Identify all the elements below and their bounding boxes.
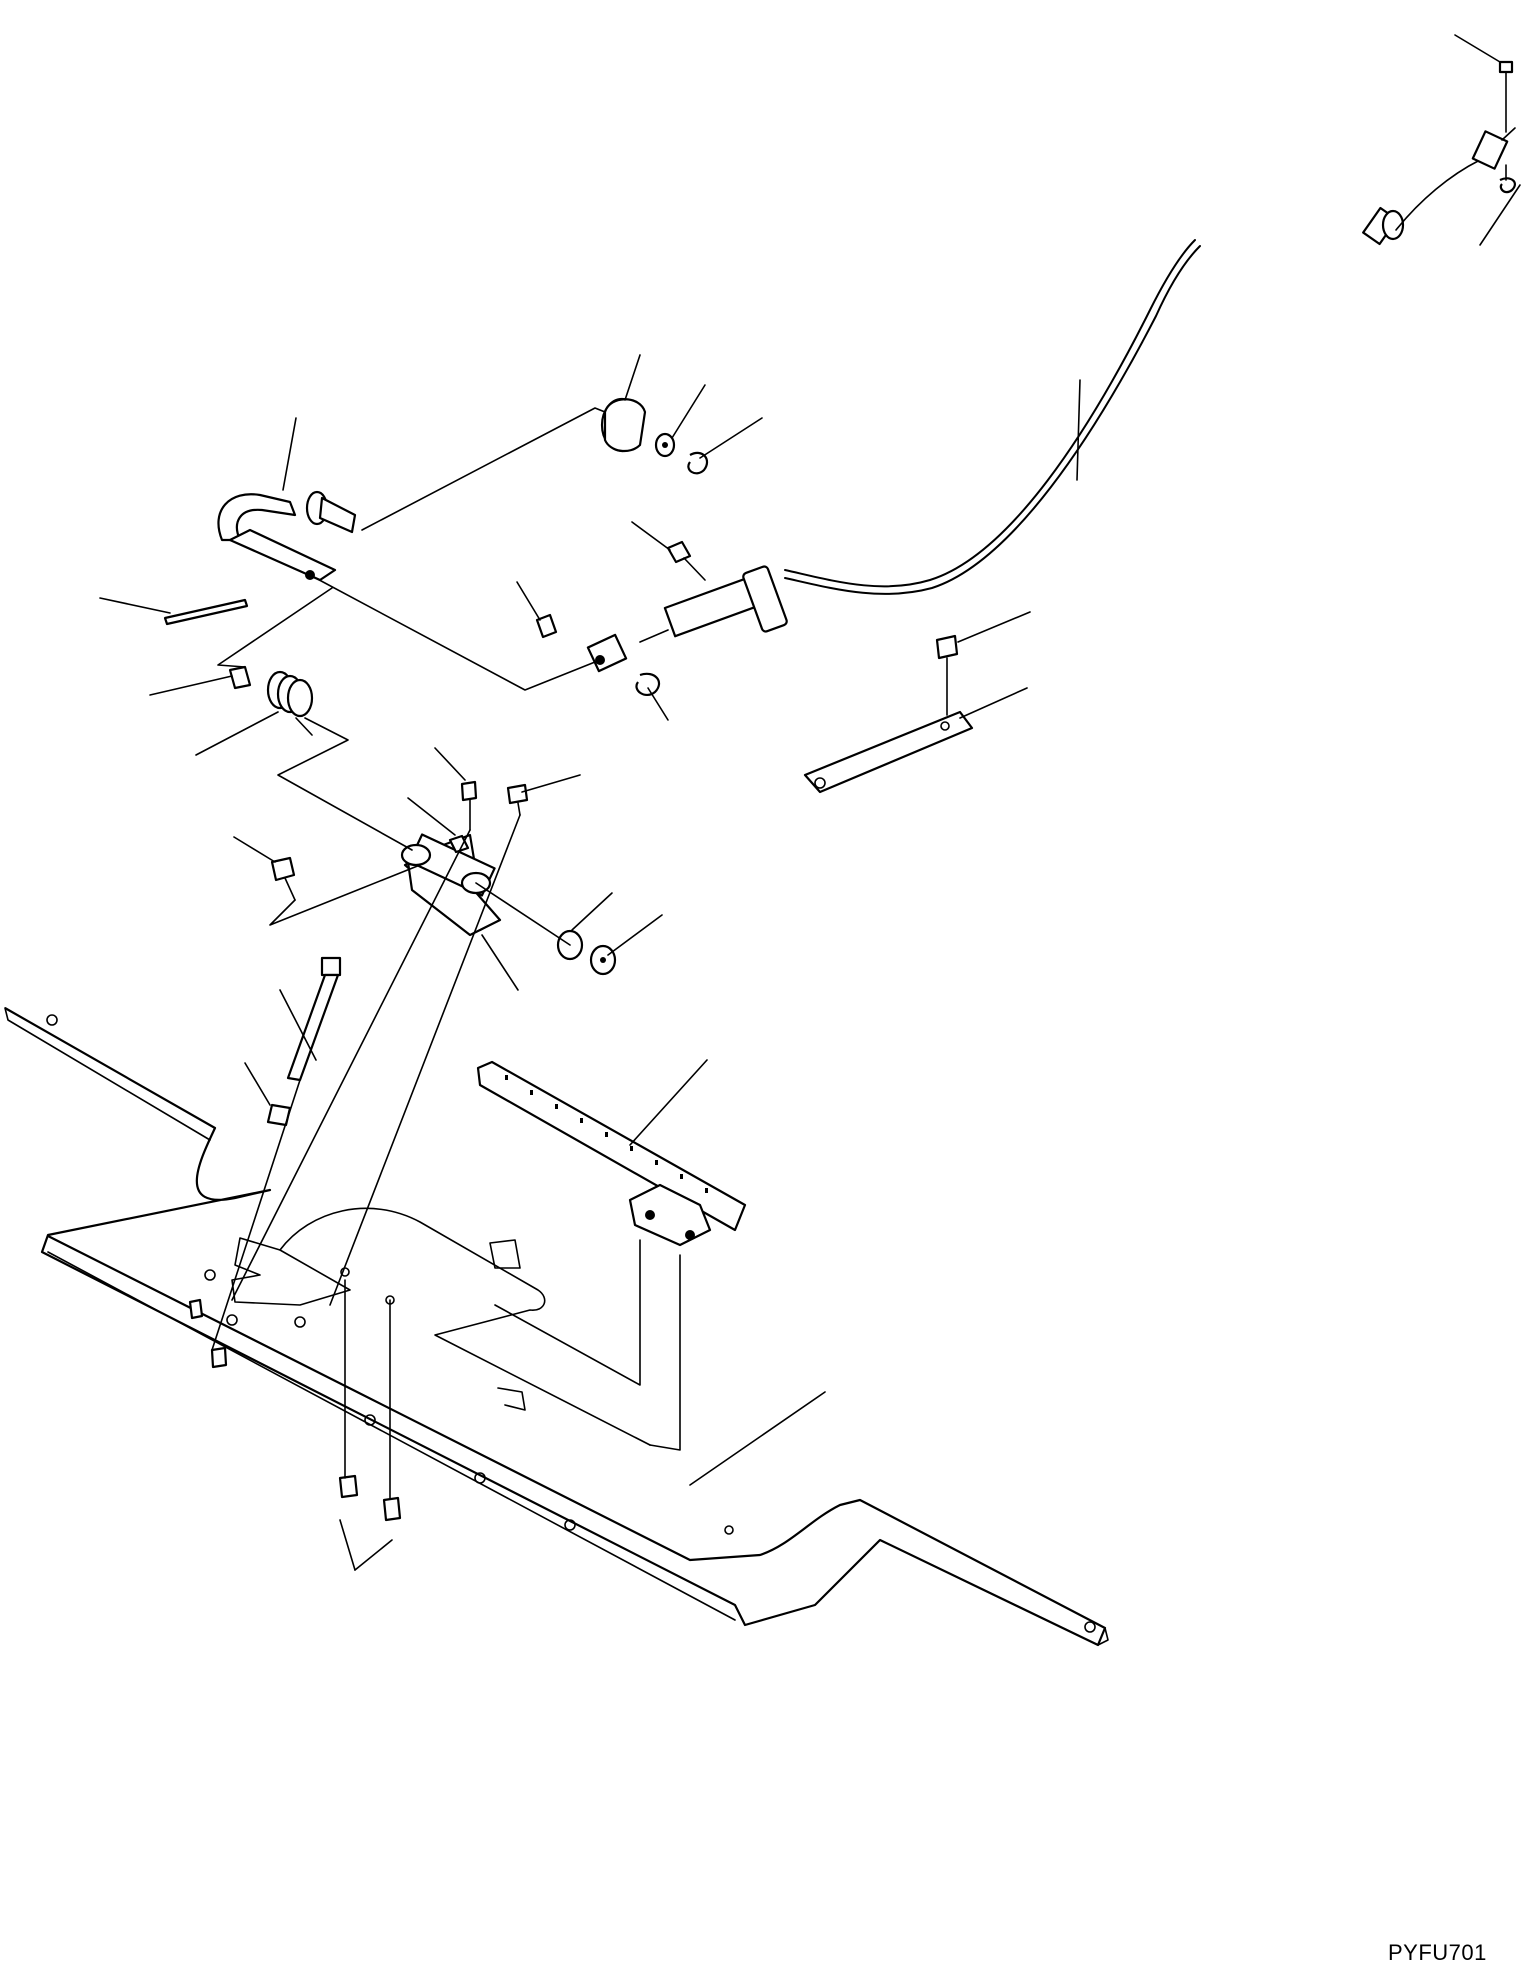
cable-clamp-plate: [803, 634, 974, 794]
floor-plate: [4, 1007, 1109, 1647]
cable-line: [784, 239, 1196, 588]
floor-plate-outline: [4, 1007, 1107, 1647]
yoke-clip: [635, 672, 661, 697]
clevis-pin: [1498, 60, 1514, 74]
nut: [448, 834, 470, 854]
cable-yoke: [586, 633, 628, 673]
retaining-clip: [687, 451, 709, 475]
small-bolt: [460, 780, 478, 802]
flange-bolt-left: [270, 856, 296, 882]
snap-clip: [1499, 177, 1516, 194]
yoke-pin: [535, 613, 558, 639]
cable-bracket: [742, 565, 788, 633]
clamp-bolt: [935, 634, 959, 660]
pedal-lever: [163, 397, 709, 736]
leader-lines: [99, 34, 1521, 1571]
raised-panel: [279, 1207, 651, 1446]
lever-arm: [228, 528, 337, 582]
cotter-pin: [163, 598, 249, 626]
long-bolt: [266, 956, 342, 1127]
flange-bolt: [506, 783, 529, 805]
cable-clevis: [1471, 130, 1509, 170]
stud: [188, 1298, 204, 1320]
accelerator-pedal: [476, 1060, 747, 1247]
clip-tab: [497, 1387, 526, 1411]
figure-code: PYFU701: [1388, 1940, 1487, 1965]
pivot-bracket: [270, 780, 617, 976]
torsion-spring: [266, 670, 314, 736]
bracket-bolt: [666, 540, 692, 564]
screw: [338, 1474, 359, 1499]
tab: [489, 1239, 521, 1269]
control-cable: [535, 60, 1516, 697]
cutout: [231, 1237, 351, 1306]
screw-2: [382, 1496, 402, 1522]
bushing: [228, 665, 252, 690]
